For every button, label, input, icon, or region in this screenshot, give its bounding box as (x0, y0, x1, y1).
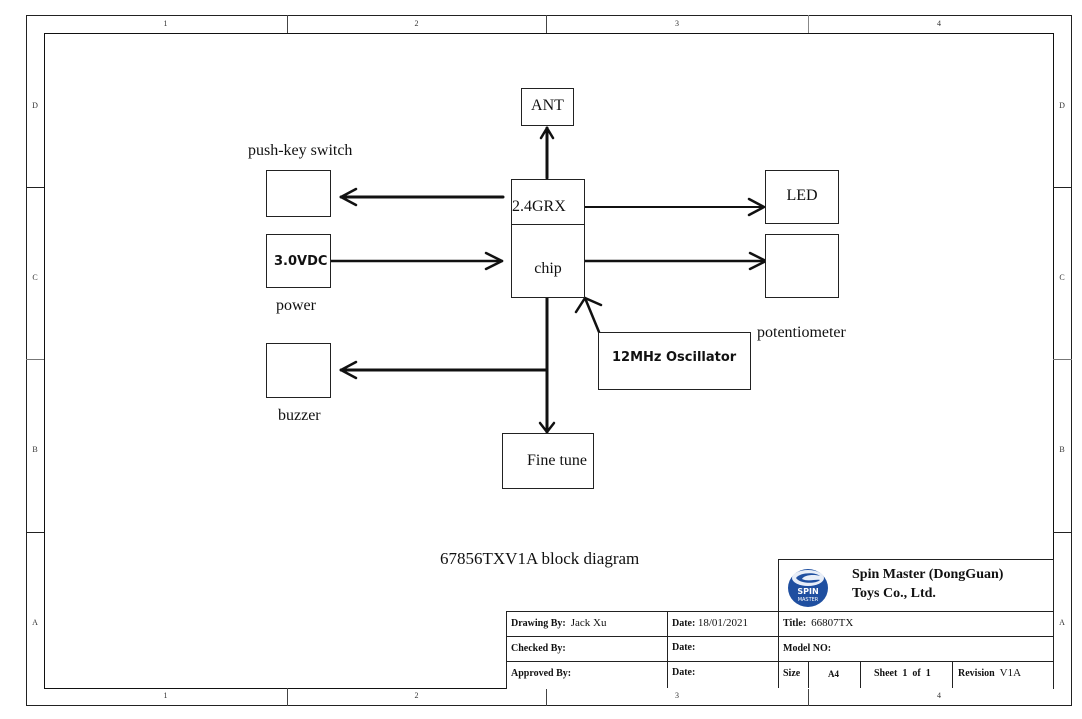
spin-master-logo-icon: SPIN MASTER (788, 569, 828, 607)
svg-text:MASTER: MASTER (798, 597, 819, 603)
arrowhead-ant (539, 126, 555, 140)
buzzer-label: buzzer (278, 407, 321, 424)
revision-value: V1A (999, 667, 1022, 679)
drawing-date-field: Date: 18/01/2021 (672, 617, 748, 629)
zone-row-right: C (1059, 273, 1065, 282)
tb-col-divider (808, 661, 809, 688)
zone-row-right: A (1059, 618, 1065, 627)
buzzer-block (266, 343, 331, 398)
push-key-switch-label: push-key switch (248, 142, 353, 159)
arrowhead-led (747, 197, 766, 217)
chip-divider (512, 224, 584, 225)
zone-row-right: D (1059, 101, 1065, 110)
svg-text:SPIN: SPIN (797, 587, 818, 596)
title-field: Title: 66807TX (783, 617, 853, 629)
tb-col-divider (667, 611, 668, 688)
ant-block: ANT (521, 88, 574, 126)
size-label: Size (783, 668, 801, 679)
led-block: LED (765, 170, 839, 224)
arrowhead-oscillator (574, 296, 603, 314)
led-label: LED (786, 187, 818, 204)
sheet-of: of (912, 668, 921, 679)
outer-frame (26, 15, 1072, 706)
revision-field: Revision V1A (958, 667, 1021, 679)
zone-divider (546, 688, 547, 706)
zone-divider (26, 532, 44, 533)
arrowhead-finetune (538, 421, 556, 434)
checked-date-label: Date: (672, 642, 696, 653)
zone-col-bottom: 1 (163, 691, 168, 700)
potentiometer-block (765, 234, 839, 298)
zone-row-right: B (1059, 445, 1065, 454)
sheet-value: 1 (902, 668, 908, 679)
zone-row-left: C (32, 273, 38, 282)
approved-date-label: Date: (672, 667, 696, 678)
rx-label: 2.4GRX (512, 198, 566, 215)
approved-by-label: Approved By: (511, 668, 572, 679)
power-voltage-label: 3.0VDC (274, 254, 328, 269)
sheet-field: Sheet 1 of 1 (874, 668, 931, 679)
oscillator-label: 12MHz Oscillator (612, 350, 737, 365)
title-block-grid (506, 611, 1054, 689)
oscillator-block: 12MHz Oscillator (598, 332, 751, 390)
date-value: 18/01/2021 (697, 617, 748, 629)
zone-row-left: A (32, 618, 38, 627)
drawing-by-field: Drawing By: Jack Xu (511, 617, 606, 629)
zone-col-bottom: 4 (937, 691, 941, 700)
arrowhead-chip (484, 251, 504, 271)
zone-divider (1053, 359, 1072, 360)
zone-col-top: 1 (163, 19, 168, 28)
ant-label: ANT (531, 97, 564, 114)
zone-divider (1053, 532, 1072, 533)
size-value: A4 (828, 669, 839, 679)
tb-col-divider (952, 661, 953, 688)
arrowhead-pushkey (339, 187, 358, 207)
zone-col-bottom: 3 (675, 691, 679, 700)
chip-block: 2.4GRX chip (511, 179, 585, 298)
power-label: power (276, 297, 316, 314)
company-name-line1: Spin Master (DongGuan) (852, 567, 1004, 582)
title-value: 66807TX (811, 617, 854, 629)
date-label: Date: (672, 618, 696, 629)
zone-divider (26, 187, 44, 188)
zone-divider (287, 688, 288, 706)
company-name-line2: Toys Co., Ltd. (852, 586, 936, 601)
sheet-total: 1 (925, 668, 931, 679)
tb-col-divider (778, 611, 779, 688)
zone-col-top: 3 (675, 19, 679, 28)
model-no-label: Model NO: (783, 643, 832, 654)
zone-divider (808, 15, 809, 33)
zone-row-left: B (32, 445, 38, 454)
zone-col-bottom: 2 (414, 691, 419, 700)
diagram-caption: 67856TXV1A block diagram (440, 549, 640, 568)
push-key-switch-block (266, 170, 331, 217)
title-block-company: SPIN MASTER Spin Master (DongGuan) Toys … (778, 559, 1054, 612)
tb-row-divider (506, 661, 1054, 662)
tb-row-divider (506, 636, 1054, 637)
fine-tune-block: Fine tune (502, 433, 594, 489)
power-block: 3.0VDC (266, 234, 331, 288)
zone-divider (808, 688, 809, 706)
zone-divider (26, 359, 44, 360)
fine-tune-label: Fine tune (527, 452, 587, 469)
zone-col-top: 4 (937, 19, 941, 28)
drawing-by-value: Jack Xu (570, 617, 607, 629)
revision-label: Revision (958, 668, 995, 679)
checked-by-label: Checked By: (511, 643, 566, 654)
wire-oscillator-chip (583, 296, 601, 334)
potentiometer-label: potentiometer (757, 324, 846, 341)
zone-divider (546, 15, 547, 33)
drawing-by-label: Drawing By: (511, 618, 566, 629)
sheet-label: Sheet (874, 668, 898, 679)
zone-divider (287, 15, 288, 33)
arrowhead-buzzer (339, 360, 358, 380)
title-label: Title: (783, 618, 807, 629)
tb-col-divider (860, 661, 861, 688)
zone-col-top: 2 (414, 19, 419, 28)
zone-divider (1053, 187, 1072, 188)
chip-label: chip (534, 260, 562, 277)
zone-row-left: D (32, 101, 38, 110)
